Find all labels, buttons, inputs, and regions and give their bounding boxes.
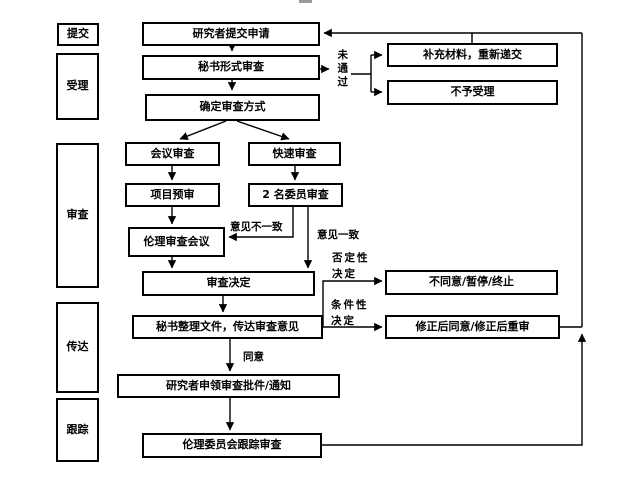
edge-label-opinion-agree: 意见一致: [317, 229, 359, 241]
node-reject: 不予受理: [387, 80, 558, 105]
node-disagree: 不同意/暂停/终止: [385, 270, 558, 295]
stage-track-label: 跟踪: [66, 422, 89, 436]
node-two-members-review-label: 2 名委员审查: [262, 187, 329, 201]
node-decision-label: 审查决定: [206, 276, 251, 290]
edge-label-agree: 同意: [243, 351, 264, 363]
arrow-members-to-ethicsmeeting: [228, 207, 294, 242]
node-meeting-review-label: 会议审查: [150, 146, 195, 160]
stage-submit: 提交: [57, 23, 99, 46]
arrow-negative-to-disagree: [322, 276, 383, 327]
node-follow-up: 伦理委员会跟踪审查: [142, 433, 322, 458]
stage-submit-label: 提交: [67, 27, 89, 41]
node-supplement: 补充材料，重新递交: [387, 43, 558, 67]
edge-label-opinion-differ: 意见不一致: [230, 221, 283, 233]
node-formal-review-label: 秘书形式审查: [198, 60, 264, 74]
node-revise: 修正后同意/修正后重审: [385, 315, 560, 339]
arrow-followup-feedback-up: [322, 333, 587, 446]
node-apply-label: 研究者提交申请: [192, 26, 270, 40]
node-apply: 研究者提交申请: [142, 22, 320, 46]
node-quick-review-label: 快速审查: [272, 146, 317, 160]
stage-accept: 受理: [56, 53, 99, 120]
stage-convey: 传达: [56, 302, 99, 393]
stage-track: 跟踪: [56, 398, 99, 462]
node-disagree-label: 不同意/暂停/终止: [428, 275, 515, 289]
node-claim-approval: 研究者申领审查批件/通知: [117, 374, 340, 398]
node-ethics-meeting-label: 伦理审查会议: [143, 234, 210, 248]
edge-label-negative-decision: 否定性决定: [332, 252, 370, 281]
node-determine-method-label: 确定审查方式: [199, 100, 266, 114]
node-ethics-meeting: 伦理审查会议: [128, 227, 225, 257]
node-formal-review: 秘书形式审查: [142, 55, 320, 80]
node-determine-method: 确定审查方式: [145, 94, 320, 121]
stage-accept-label: 受理: [66, 79, 89, 93]
edge-label-conditional-decision: 条件性决定: [331, 299, 369, 328]
node-revise-label: 修正后同意/修正后重审: [415, 319, 530, 333]
node-supplement-label: 补充材料，重新递交: [423, 47, 522, 61]
node-project-preview-label: 项目预审: [150, 187, 195, 201]
node-secretary-convey-label: 秘书整理文件，传达审查意见: [156, 319, 299, 333]
stage-review-label: 审查: [66, 208, 89, 222]
node-reject-label: 不予受理: [450, 85, 495, 99]
node-claim-approval-label: 研究者申领审查批件/通知: [165, 378, 292, 392]
arrow-determine-to-quick: [236, 120, 290, 141]
stage-review: 审查: [56, 143, 99, 288]
node-decision: 审查决定: [142, 271, 315, 296]
stage-convey-label: 传达: [66, 340, 89, 354]
node-two-members-review: 2 名委员审查: [248, 183, 343, 207]
arrow-determine-to-meeting: [179, 120, 227, 141]
node-secretary-convey: 秘书整理文件，传达审查意见: [132, 315, 323, 339]
node-project-preview: 项目预审: [125, 183, 220, 207]
node-follow-up-label: 伦理委员会跟踪审查: [182, 438, 282, 452]
node-meeting-review: 会议审查: [125, 142, 220, 166]
cropped-text-fragment: [299, 0, 312, 3]
node-quick-review: 快速审查: [248, 142, 341, 166]
edge-label-not-passed: 未通过: [336, 49, 349, 90]
